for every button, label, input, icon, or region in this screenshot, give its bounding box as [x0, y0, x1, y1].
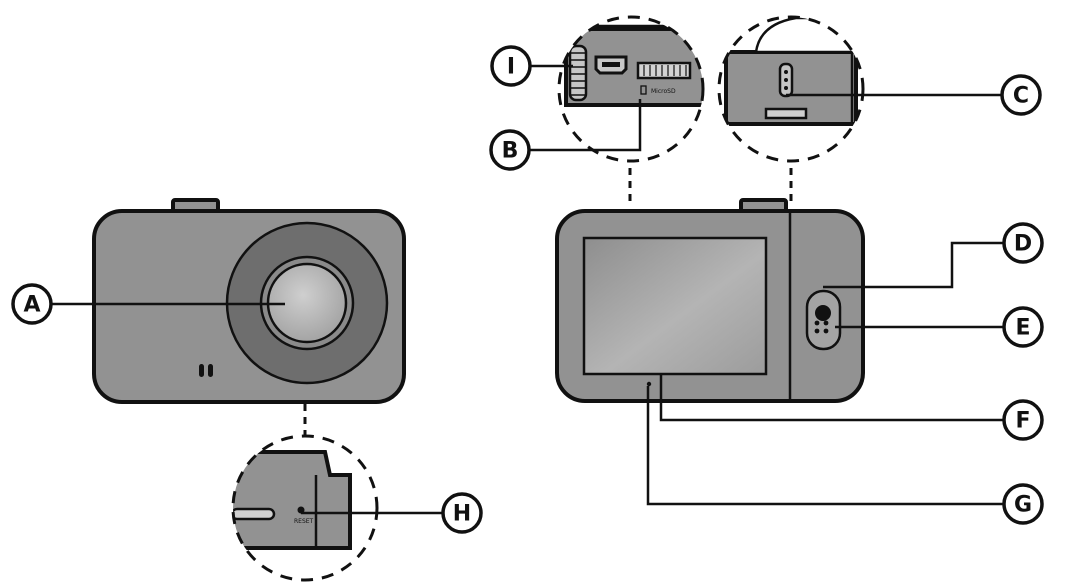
leader-b	[529, 99, 642, 152]
detail-side-top-curve	[754, 17, 858, 54]
display-screen	[582, 236, 768, 376]
status-led-icon	[646, 381, 652, 387]
detail-side-bottom-grille	[764, 107, 808, 120]
svg-text:MicroSD: MicroSD	[651, 88, 676, 95]
detail-h-body	[233, 450, 352, 550]
leader-d	[823, 241, 1004, 289]
detail-h-grille	[233, 507, 276, 521]
sd-card-icon	[640, 85, 647, 95]
svg-text:RESET: RESET	[294, 518, 314, 525]
leader-lines	[51, 64, 1004, 515]
sd-card-slot-ridges	[643, 65, 687, 76]
callout-g-circle	[1002, 483, 1044, 525]
front-indicator-left	[199, 364, 204, 377]
callout-b-circle	[489, 129, 531, 171]
callout-h-label: H	[453, 502, 471, 527]
callout-e-label: E	[1015, 316, 1030, 341]
callout-f: F	[1002, 399, 1044, 441]
detail-side-zoom	[717, 15, 865, 163]
callout-a-label: A	[23, 293, 40, 318]
detail-ports-zoom-circle	[557, 15, 705, 163]
callout-c-label: C	[1013, 84, 1029, 109]
callout-c: C	[1000, 74, 1042, 116]
callout-g-label: G	[1014, 493, 1032, 518]
callout-h: H	[441, 492, 483, 534]
callout-i-circle	[490, 45, 532, 87]
callout-i: I	[490, 45, 532, 87]
callout-d-label: D	[1014, 232, 1032, 257]
camera-front-view	[92, 198, 406, 404]
detail-h-zoom-circle	[231, 434, 379, 582]
callout-b-label: B	[502, 139, 519, 164]
callout-f-circle	[1002, 399, 1044, 441]
side-connector-pins	[784, 70, 788, 90]
callout-e-circle	[1002, 306, 1044, 348]
front-indicator-right	[208, 364, 213, 377]
leader-g	[646, 386, 1004, 506]
callout-h-circle	[441, 492, 483, 534]
detail-side-zoom-circle	[717, 15, 865, 163]
microphone-icon	[814, 320, 829, 334]
camera-back-view	[555, 198, 865, 403]
callout-e: E	[1002, 306, 1044, 348]
callout-c-circle	[1000, 74, 1042, 116]
callout-d: D	[1002, 222, 1044, 264]
callout-a-circle	[11, 283, 53, 325]
leader-f	[659, 374, 1004, 422]
usb-port-inner	[602, 62, 620, 67]
detail-ports-zoom: MicroSD	[557, 15, 705, 163]
side-wheel-ridges	[571, 52, 585, 96]
callout-f-label: F	[1015, 409, 1030, 434]
callout-d-circle	[1002, 222, 1044, 264]
callout-a: A	[11, 283, 53, 325]
detail-reset-zoom: RESET	[231, 434, 379, 582]
callout-b: B	[489, 129, 531, 171]
record-button-icon	[815, 305, 831, 321]
side-wheel	[568, 44, 588, 102]
callout-g: G	[1002, 483, 1044, 525]
sd-card-slot	[636, 61, 692, 80]
callout-i-label: I	[507, 55, 515, 80]
